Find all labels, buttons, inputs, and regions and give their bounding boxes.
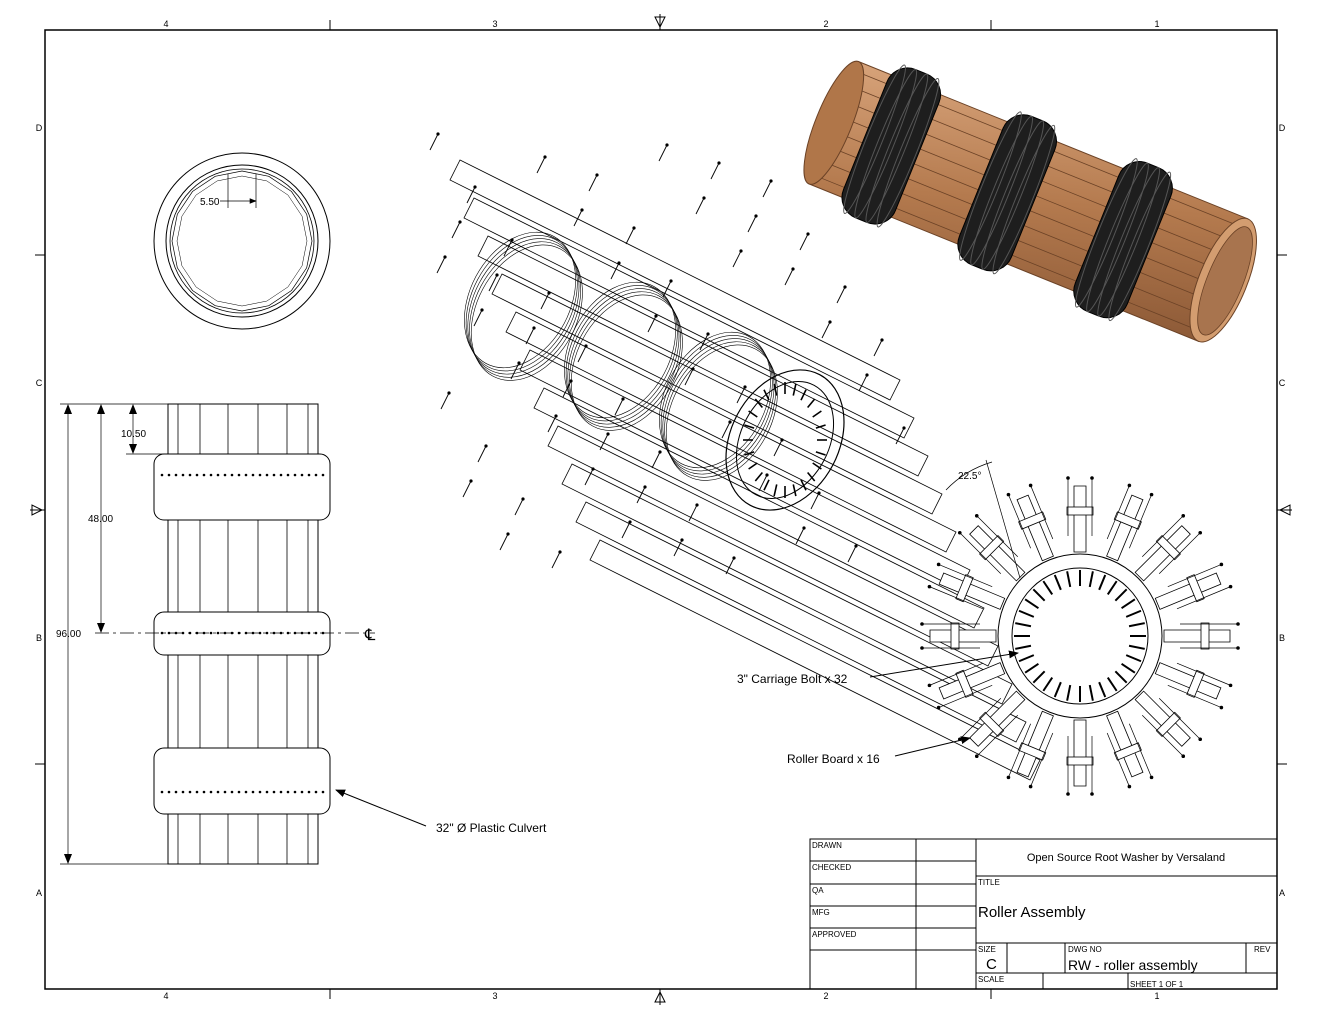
side-view (60, 403, 375, 865)
sheet-border (30, 14, 1292, 1005)
col-label-bottom: 2 (823, 991, 828, 1001)
label-approved: APPROVED (812, 930, 857, 939)
row-label-right: B (1279, 633, 1285, 643)
end-view-radial (920, 459, 1240, 796)
row-label-left: C (36, 378, 43, 388)
dim-slat-width: 5.50 (200, 197, 220, 208)
dim-total-length: 96.00 (56, 629, 81, 640)
row-label-right: C (1279, 378, 1286, 388)
label-dwg-no: DWG NO (1068, 945, 1102, 954)
zone-labels: 4 3 2 1 4 3 2 1 D C B A D C B A (36, 19, 1286, 1001)
roller-board-leader (894, 736, 971, 757)
label-size: SIZE (978, 945, 996, 954)
label-drawn: DRAWN (812, 841, 842, 850)
col-label-top: 1 (1154, 19, 1159, 29)
rendered-roller-3d (803, 60, 1257, 343)
roller-back-end (803, 60, 865, 185)
culvert-leader (335, 789, 427, 827)
label-qa: QA (812, 886, 824, 895)
row-label-left: A (36, 888, 42, 898)
dwg-number: RW - roller assembly (1068, 957, 1198, 973)
slat-ring (171, 170, 313, 312)
row-label-right: A (1279, 888, 1285, 898)
title-block-text: DRAWN CHECKED QA MFG APPROVED Open Sourc… (812, 841, 1271, 989)
sheet-size: C (986, 956, 997, 973)
label-title: TITLE (978, 878, 1000, 887)
dim-angle: 22.5° (958, 471, 981, 482)
col-label-bottom: 4 (163, 991, 168, 1001)
company-name: Open Source Root Washer by Versaland (1027, 852, 1225, 864)
col-label-top: 3 (492, 19, 497, 29)
dim-half-length: 48.00 (88, 514, 113, 525)
roller-board-callout: Roller Board x 16 (787, 752, 880, 766)
sheet-number: SHEET 1 OF 1 (1130, 980, 1184, 989)
culvert-callout: 32" Ø Plastic Culvert (436, 821, 547, 835)
centerline-symbol: ℄ (364, 627, 376, 644)
col-label-bottom: 3 (492, 991, 497, 1001)
col-label-bottom: 1 (1154, 991, 1159, 1001)
row-label-right: D (1279, 123, 1286, 133)
col-label-top: 2 (823, 19, 828, 29)
label-mfg: MFG (812, 908, 830, 917)
carriage-bolt-callout: 3" Carriage Bolt x 32 (737, 672, 848, 686)
drawing-title: Roller Assembly (978, 904, 1086, 921)
dim-end-to-band: 10.50 (121, 429, 146, 440)
title-block (809, 838, 1278, 990)
carriage-bolt-leader (869, 650, 1019, 678)
label-rev: REV (1254, 945, 1271, 954)
col-label-top: 4 (163, 19, 168, 29)
label-checked: CHECKED (812, 863, 851, 872)
label-scale: SCALE (978, 975, 1004, 984)
top-ring-view (153, 152, 331, 330)
exploded-isometric-view (429, 132, 1041, 781)
row-label-left: D (36, 123, 43, 133)
row-label-left: B (36, 633, 42, 643)
